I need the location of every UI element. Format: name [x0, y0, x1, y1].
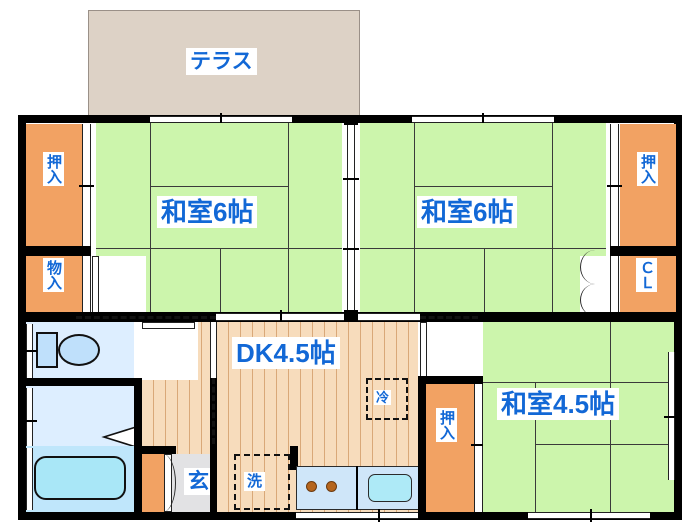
window-south-mullion: [590, 509, 592, 522]
wall-between-closets-right: [610, 246, 682, 256]
bathroom-window: [26, 448, 33, 510]
fridge-label: 冷: [374, 390, 392, 405]
exterior-wall-left-lower: [18, 312, 26, 520]
wall-dk-lower-left: [210, 446, 218, 514]
fusuma-pull-mark: [343, 178, 359, 180]
tatami-joint: [535, 444, 674, 445]
slider-mullion: [280, 310, 282, 324]
wall-kitchen-left: [290, 446, 298, 470]
cl-doors[interactable]: [610, 256, 619, 314]
tatami-joint: [150, 186, 288, 187]
stove-burner-left[interactable]: [306, 481, 317, 492]
tatami-joint: [483, 382, 674, 383]
tatami-joint: [288, 123, 289, 312]
oshiire-top-left-label: 押入: [43, 152, 64, 186]
tatami-joint: [414, 186, 552, 187]
fusuma-between-washitsu[interactable]: [347, 125, 355, 310]
genkan-label: 玄: [184, 468, 213, 495]
sliding-door-hallway-to-dk-right[interactable]: [358, 313, 420, 321]
toilet-tank: [36, 332, 58, 368]
wall-oshiire-bottom-left: [418, 376, 426, 520]
interior-wall-middle: [18, 312, 682, 322]
washer-space: [234, 454, 290, 510]
entrance-door-swing: [150, 454, 176, 512]
tatami-joint: [414, 123, 415, 312]
dk-label: DK4.5帖: [232, 337, 340, 369]
window-east-mullion: [664, 416, 679, 418]
exterior-wall-left-upper: [18, 115, 26, 320]
tatami-joint: [360, 248, 606, 249]
terrace-label: テラス: [186, 48, 257, 75]
bathtub-icon: [34, 456, 126, 500]
fusuma-pull-mark: [343, 248, 359, 250]
window-south-washitsu-small: [528, 512, 650, 519]
door-swing-cl-lower: [580, 284, 610, 316]
wall-toilet-bottom: [18, 378, 140, 386]
oshiire-bottom-pull: [471, 444, 486, 446]
partition-post-top: [344, 115, 358, 125]
tatami-joint: [150, 123, 151, 312]
washitsu-right-label: 和室6帖: [417, 196, 518, 228]
dashed-threshold-right: [420, 316, 478, 319]
dk-hallway-sliding-door[interactable]: [210, 322, 217, 378]
stove-burner-right[interactable]: [326, 481, 337, 492]
fridge-space: [366, 378, 408, 420]
washitsu-small-label: 和室4.5帖: [497, 388, 620, 420]
kitchen-window-south: [296, 512, 418, 519]
window-mullion-north-right: [482, 113, 484, 125]
bath-folding-door-icon[interactable]: [100, 426, 138, 448]
washitsu-left-label: 和室6帖: [157, 196, 258, 228]
toilet-door-pull: [22, 350, 37, 352]
dashed-threshold-left: [76, 316, 216, 319]
washroom-door-pull: [22, 420, 37, 422]
oshiire-pull-mark: [607, 185, 622, 187]
wall-oshiire-bottom-top: [418, 376, 484, 384]
oshiire-top-right-label: 押入: [637, 152, 658, 186]
exterior-wall-right-upper: [674, 115, 682, 320]
kitchen-window-mullion: [378, 509, 380, 522]
monoire-doors[interactable]: [82, 256, 91, 314]
wall-genkan-left: [134, 446, 176, 454]
washer-label: 洗: [244, 472, 266, 491]
tatami-joint: [552, 123, 553, 312]
wall-between-closets-left: [18, 246, 91, 256]
tatami-joint: [535, 382, 536, 512]
door-swing-cl-upper: [580, 250, 610, 284]
monoire-label: 物入: [43, 258, 64, 292]
washroom-door[interactable]: [26, 388, 33, 446]
oshiire-pull-mark: [79, 185, 94, 187]
closet-oshiire-bottom: [426, 384, 474, 512]
kitchen-sink-basin: [368, 474, 412, 502]
counter-divider: [356, 466, 358, 510]
window-mullion-north-left: [220, 113, 222, 125]
oshiire-bottom-doors[interactable]: [474, 384, 483, 512]
tatami-joint: [220, 248, 221, 312]
dashed-partition-dk: [212, 378, 215, 444]
toilet-bowl-icon: [58, 334, 100, 366]
tatami-joint: [96, 248, 342, 249]
oshiire-bottom-label: 押入: [436, 408, 457, 442]
cl-label: ＣＬ: [636, 258, 657, 292]
tatami-joint: [484, 248, 485, 312]
